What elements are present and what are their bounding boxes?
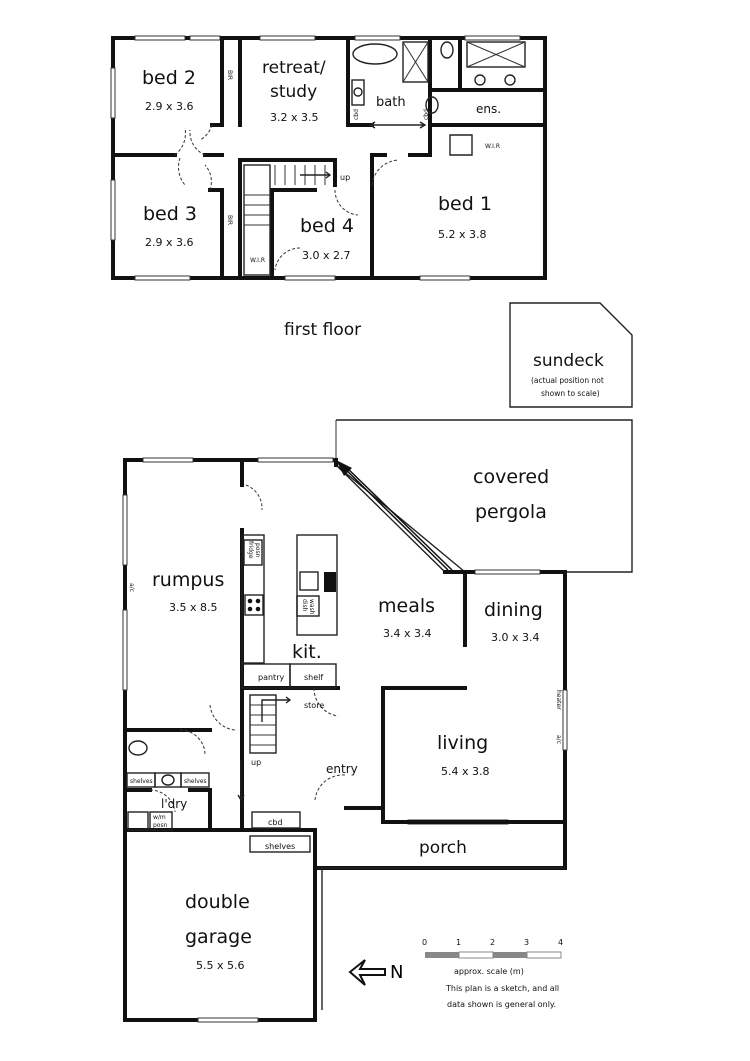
wm-label-2: posn [153, 822, 168, 829]
scale-tick-4: 4 [558, 938, 563, 947]
first-floor-plan: bed 2 2.9 x 3.6 retreat/ study 3.2 x 3.5… [110, 35, 547, 340]
rumpus-dims: 3.5 x 8.5 [169, 601, 218, 614]
scale-tick-3: 3 [524, 938, 529, 947]
laundry-label: l'dry [161, 797, 187, 811]
shelves-label-1: shelves [130, 778, 153, 785]
window [197, 1017, 259, 1023]
kitchen-label: kit. [292, 641, 322, 663]
bir-label-top: BIR [226, 70, 233, 80]
bath-fixtures [351, 41, 526, 129]
north-label: N [390, 962, 403, 983]
bed1-label: bed 1 [438, 193, 492, 215]
garage-label: double [185, 891, 250, 913]
kitchen-island [296, 534, 338, 636]
cbd-label-bath: cbd [353, 109, 360, 120]
bed4-dims: 3.0 x 2.7 [302, 249, 351, 262]
ground-stairs [249, 694, 292, 754]
rumpus-label: rumpus [152, 569, 224, 591]
heater-label: heater [555, 690, 562, 710]
sundeck-label: sundeck [533, 351, 604, 371]
bed2-dims: 2.9 x 3.6 [145, 100, 194, 113]
ens-label: ens. [476, 102, 501, 116]
kitchen-bench [241, 534, 265, 664]
dishwasher-label-2: wash [308, 599, 315, 615]
bir-label-bottom: BIR [226, 215, 233, 225]
scale-bar: 0 1 2 3 4 approx. scale (m) This plan is… [422, 938, 563, 1009]
pergola-outline [335, 419, 633, 573]
shelf-label: shelf [304, 673, 323, 682]
window [110, 179, 116, 241]
window [257, 457, 334, 463]
cbd-label-ground: cbd [268, 818, 283, 827]
meals-label: meals [378, 595, 435, 617]
scale-label: approx. scale (m) [454, 967, 524, 976]
shelves-label-2: shelves [184, 778, 207, 785]
cbd-label-ens: cbd [423, 109, 430, 120]
first-floor-up-label: up [340, 173, 350, 182]
fridge-label: fridge [247, 541, 254, 559]
bath-label: bath [376, 95, 406, 110]
dining-label: dining [484, 599, 543, 621]
pergola-label-2: pergola [475, 501, 547, 523]
window [474, 569, 541, 575]
window [142, 457, 194, 463]
living-label: living [437, 732, 488, 754]
sundeck-note-1: (actual position not [531, 376, 604, 385]
wir-label-bed4: W.I.R [250, 257, 265, 264]
ac-label-living: a/c [555, 735, 562, 744]
wm-label: w/m [153, 814, 166, 821]
window [562, 689, 568, 751]
bed4-label: bed 4 [300, 215, 354, 237]
bed2-label: bed 2 [142, 67, 196, 89]
bed3-dims: 2.9 x 3.6 [145, 236, 194, 249]
first-floor-title: first floor [284, 320, 361, 340]
scale-tick-2: 2 [490, 938, 495, 947]
window [284, 275, 336, 281]
ground-floor-plan: covered pergola rumpus 3.5 x 8.5 meals 3… [122, 419, 633, 1023]
window [122, 609, 128, 691]
wir-label-bed1: W.I.R [485, 143, 500, 150]
window [134, 35, 186, 41]
window [110, 67, 116, 119]
porch-label: porch [419, 838, 467, 858]
window [354, 35, 401, 41]
disclaimer-line-2: data shown is general only. [447, 1000, 556, 1009]
sundeck-box: sundeck (actual position not shown to sc… [509, 302, 633, 408]
disclaimer-line-1: This plan is a sketch, and all [445, 984, 559, 993]
shelves-label-3: shelves [265, 842, 295, 851]
window [122, 494, 128, 566]
retreat-dims: 3.2 x 3.5 [270, 111, 319, 124]
living-dims: 5.4 x 3.8 [441, 765, 490, 778]
dishwasher-label: dish [301, 599, 308, 612]
scale-tick-0: 0 [422, 938, 427, 947]
dining-dims: 3.0 x 3.4 [491, 631, 540, 644]
sundeck-note-2: shown to scale) [541, 389, 600, 398]
garage-dims: 5.5 x 5.6 [196, 959, 245, 972]
window [464, 35, 521, 41]
garage-label-2: garage [185, 926, 252, 948]
ac-label-rumpus: a/c [128, 583, 135, 592]
window [259, 35, 316, 41]
pantry-label: pantry [258, 673, 284, 682]
ground-up-label: up [251, 758, 261, 767]
window [419, 275, 471, 281]
north-arrow-icon: N [348, 959, 403, 986]
meals-dims: 3.4 x 3.4 [383, 627, 432, 640]
fridge-label-2: posn [254, 543, 261, 558]
first-floor-stairs [243, 164, 332, 276]
pergola-label: covered [473, 466, 549, 488]
entry-label: entry [326, 762, 358, 776]
window [134, 275, 191, 281]
store-label: store [304, 701, 324, 710]
retreat-label-2: study [270, 82, 317, 102]
bed3-label: bed 3 [143, 203, 197, 225]
scale-tick-1: 1 [456, 938, 461, 947]
bed1-dims: 5.2 x 3.8 [438, 228, 487, 241]
retreat-label: retreat/ [262, 58, 326, 78]
window [189, 35, 221, 41]
